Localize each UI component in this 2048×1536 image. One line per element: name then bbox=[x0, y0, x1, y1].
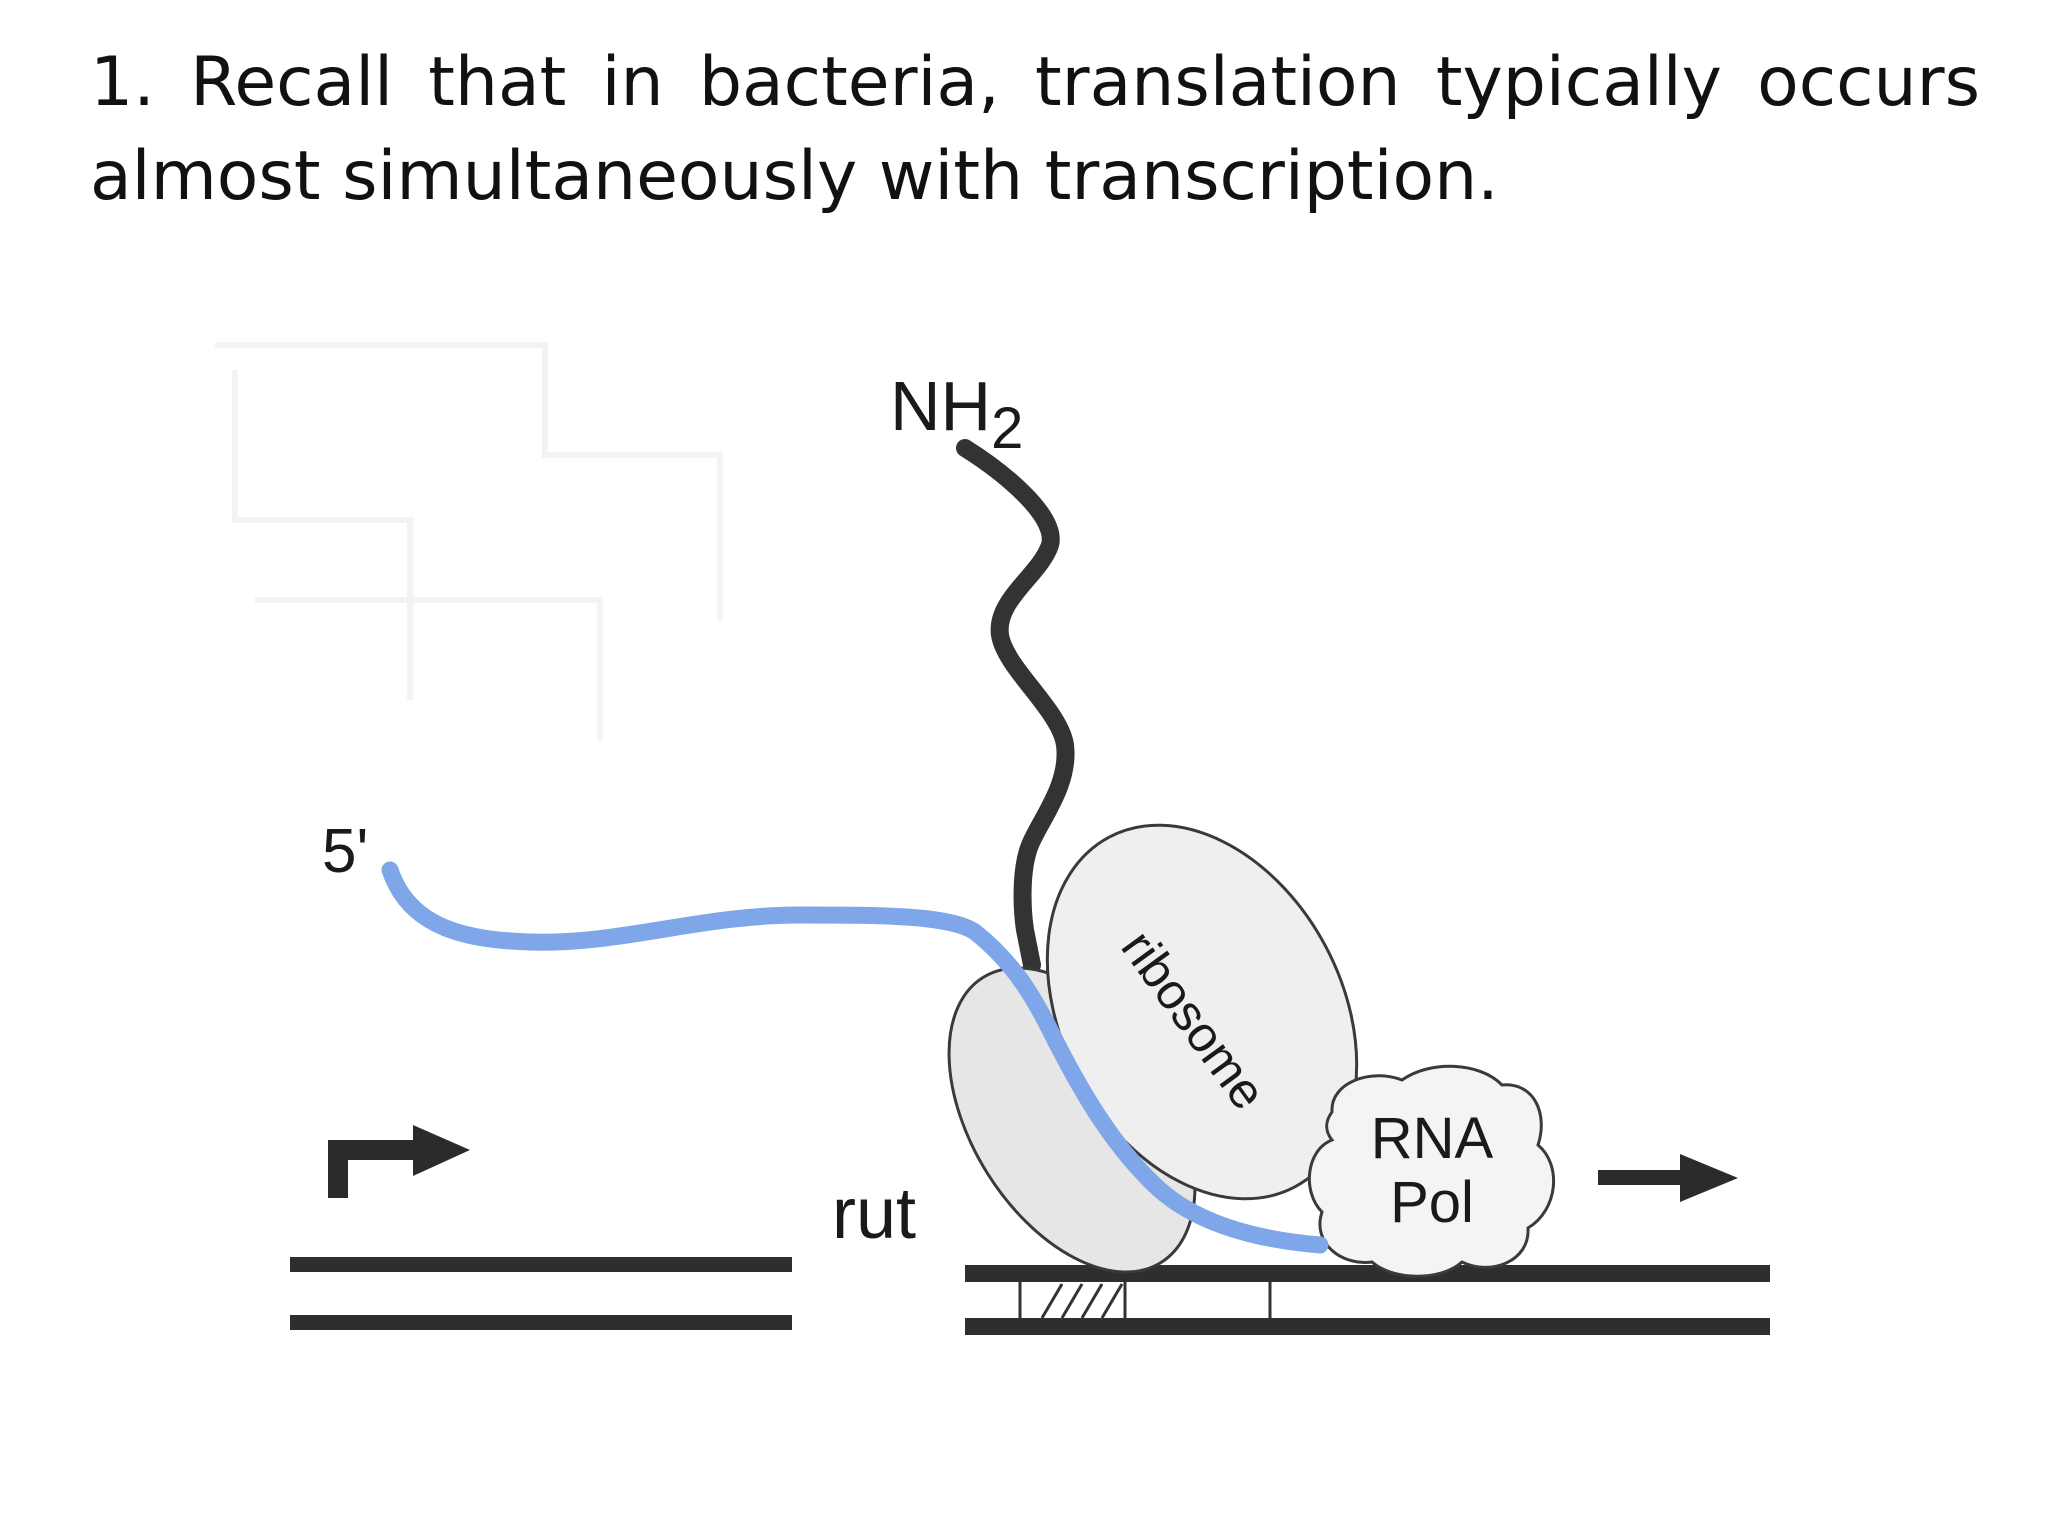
nh2-label: NH2 bbox=[890, 367, 1023, 461]
background-artifact bbox=[215, 342, 723, 740]
rna-pol-label-line2: Pol bbox=[1390, 1170, 1474, 1235]
promoter-arrow-icon bbox=[328, 1125, 470, 1198]
rut-label: rut bbox=[832, 1174, 916, 1254]
nh2-subscript: 2 bbox=[991, 396, 1023, 461]
rut-site-hatch bbox=[1018, 1282, 1272, 1319]
rna-polymerase bbox=[1307, 1064, 1556, 1278]
polypeptide-chain bbox=[956, 439, 1075, 974]
rna-pol-label-line1: RNA bbox=[1371, 1106, 1494, 1171]
right-arrow-icon bbox=[1598, 1154, 1738, 1202]
slide-text: 1. Recall that in bacteria, translation … bbox=[90, 43, 1980, 216]
nh2-main-text: NH bbox=[890, 367, 991, 445]
mrna-strand bbox=[381, 861, 1329, 1254]
five-prime-label: 5' bbox=[322, 817, 368, 886]
dna-right-segment bbox=[965, 1265, 1770, 1335]
dna-left-segment bbox=[290, 1257, 792, 1330]
